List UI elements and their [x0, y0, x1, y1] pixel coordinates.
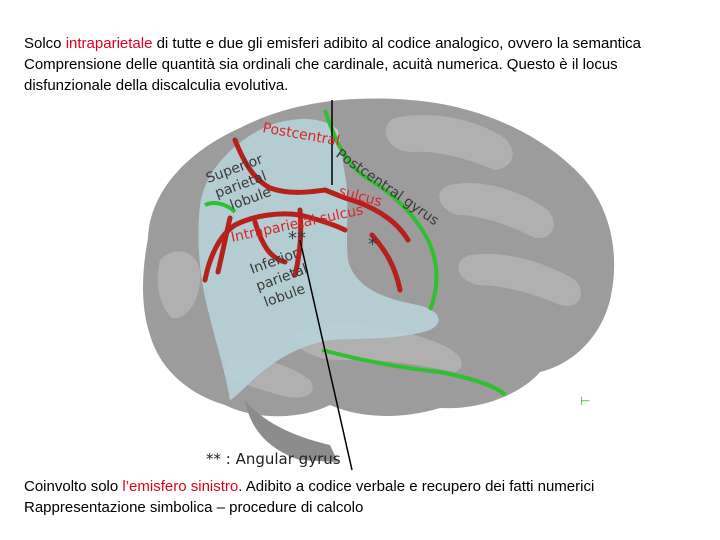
stray-green-mark: ⊢	[580, 394, 590, 408]
bottom-line-1: Coinvolto solo l’emisfero sinistro. Adib…	[24, 478, 594, 495]
label-single-star: *	[368, 234, 377, 255]
bottom-line-1-post: . Adibito a codice verbale e recupero de…	[238, 478, 594, 495]
emisfero-sinistro-highlight: l’emisfero sinistro	[122, 478, 238, 495]
label-double-star: **	[288, 228, 306, 249]
bottom-paragraph: Coinvolto solo l’emisfero sinistro. Adib…	[24, 476, 594, 518]
bottom-line-2: Rappresentazione simbolica – procedure d…	[24, 499, 363, 516]
bottom-line-1-pre: Coinvolto solo	[24, 478, 122, 495]
figure-caption: ** : Angular gyrus	[206, 450, 341, 468]
